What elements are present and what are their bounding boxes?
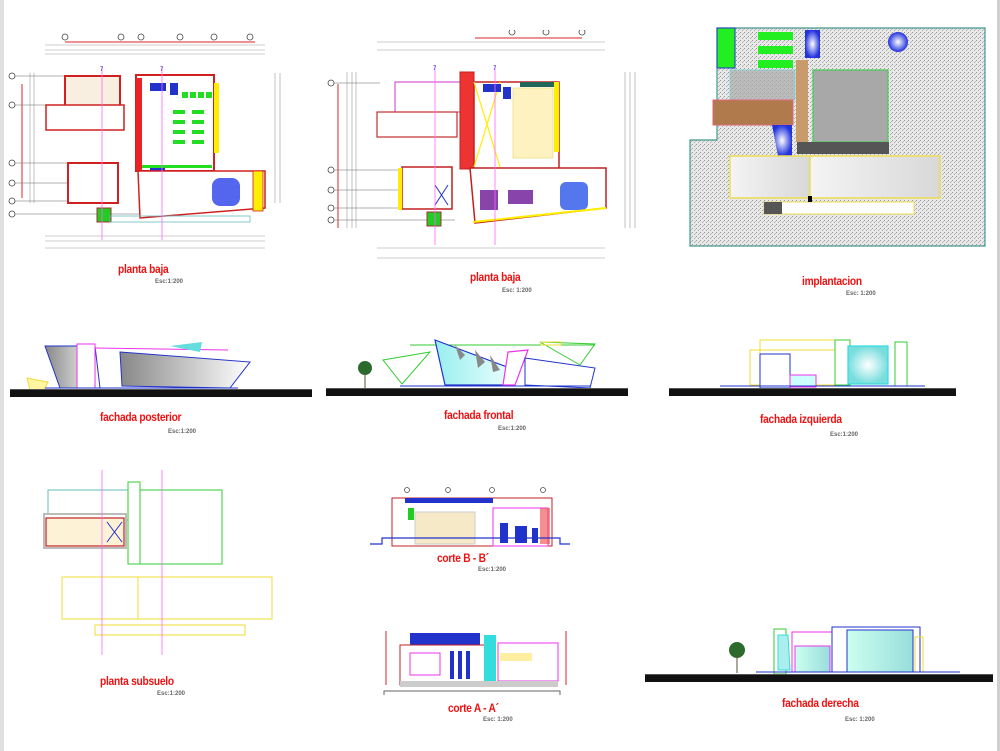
drawing-implantacion[interactable]: implantacion Esc: 1:200 <box>680 20 1000 300</box>
drawing-corte-b[interactable]: corte B - B´ Esc:1:200 <box>360 478 570 578</box>
drawing-scale: Esc:1:200 <box>155 279 184 285</box>
drawing-fachada-posterior[interactable]: fachada posterior Esc:1:200 <box>0 320 330 445</box>
sheet-left-border <box>0 0 4 751</box>
ground-line <box>645 674 993 682</box>
elevation-graphic <box>358 339 596 389</box>
svg-text:7: 7 <box>160 67 164 73</box>
drawing-title: fachada izquierda <box>760 412 842 426</box>
svg-text:7: 7 <box>100 67 104 73</box>
drawing-title: planta baja <box>470 270 521 284</box>
drawing-scale: Esc: 1:200 <box>845 717 875 723</box>
drawing-title: corte B - B´ <box>437 551 489 565</box>
svg-text:7: 7 <box>433 66 437 72</box>
elevation-graphic <box>729 626 960 675</box>
drawing-scale: Esc: 1:200 <box>846 291 876 297</box>
sheet-scrollbar[interactable] <box>997 0 1000 751</box>
drawing-planta-subsuelo[interactable]: planta subsuelo Esc:1:200 <box>0 460 300 705</box>
drawing-title: planta baja <box>118 262 169 276</box>
drawing-scale: Esc: 1:200 <box>502 288 532 294</box>
elevation-graphic <box>26 342 251 391</box>
svg-text:7: 7 <box>493 66 497 72</box>
drawing-fachada-izquierda[interactable]: fachada izquierda Esc:1:200 <box>640 320 1000 445</box>
floor-plan-graphic: 7 7 <box>8 33 281 249</box>
drawing-planta-baja-1[interactable]: 7 7 planta baja Esc:1:200 <box>0 28 300 288</box>
drawing-scale: Esc:1:200 <box>168 429 197 435</box>
drawing-planta-baja-2[interactable]: 7 7 planta baja Esc: 1:200 <box>320 30 650 300</box>
drawing-title: fachada posterior <box>100 410 182 424</box>
ground-line <box>669 388 956 396</box>
drawing-scale: Esc:1:200 <box>498 426 527 432</box>
drawing-fachada-derecha[interactable]: fachada derecha Esc: 1:200 <box>640 600 1000 730</box>
drawing-fachada-frontal[interactable]: fachada frontal Esc:1:200 <box>320 320 650 445</box>
drawing-title: fachada derecha <box>782 696 859 710</box>
drawing-title: fachada frontal <box>444 408 514 422</box>
drawing-scale: Esc:1:200 <box>830 432 859 438</box>
section-graphic <box>383 631 567 695</box>
floor-plan-graphic: 7 7 <box>327 30 636 259</box>
drawing-scale: Esc: 1:200 <box>483 717 513 723</box>
drawing-title: implantacion <box>802 274 862 288</box>
ground-line <box>326 388 628 396</box>
section-graphic <box>370 487 570 547</box>
ground-line <box>10 389 312 397</box>
drawing-title: planta subsuelo <box>100 674 174 688</box>
drawing-scale: Esc:1:200 <box>157 691 186 697</box>
site-plan-graphic <box>689 27 986 247</box>
floor-plan-graphic <box>43 470 273 655</box>
drawing-scale: Esc:1:200 <box>478 567 507 573</box>
drawing-corte-a[interactable]: corte A - A´ Esc: 1:200 <box>360 625 590 725</box>
drawing-title: corte A - A´ <box>448 701 499 715</box>
